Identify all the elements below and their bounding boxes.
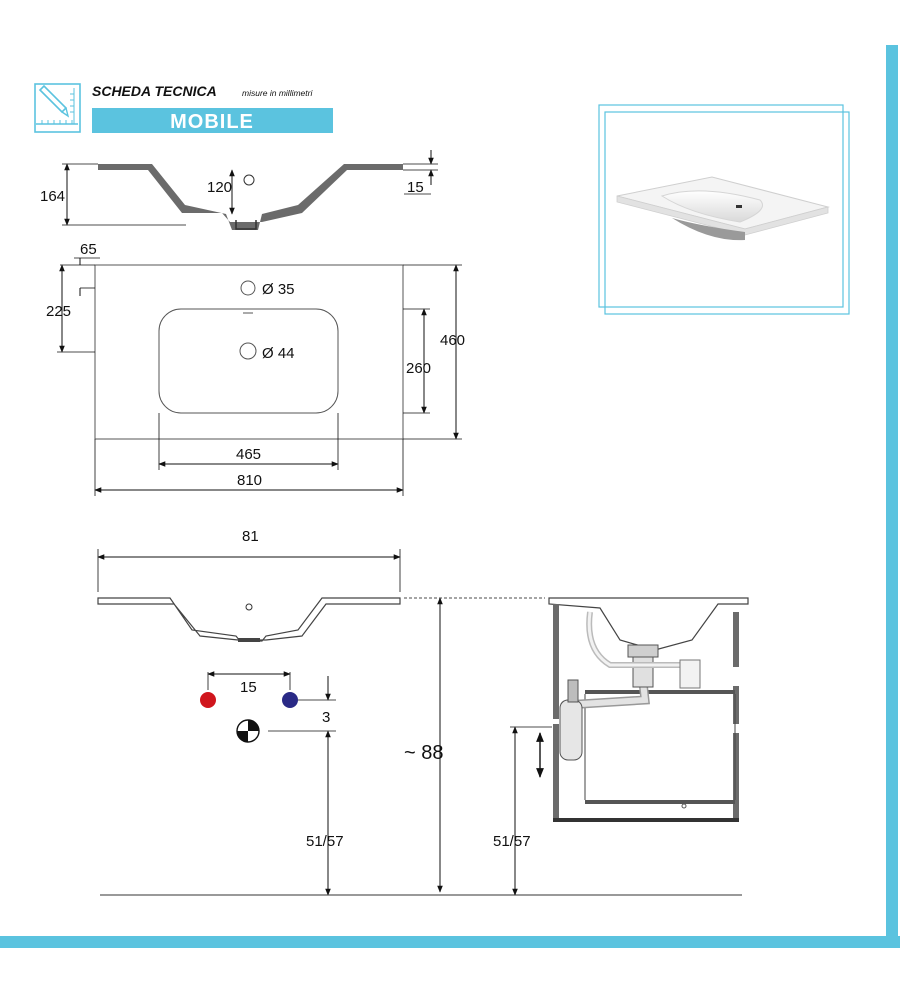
cold-water-tap-icon bbox=[282, 692, 298, 708]
front-profile-view bbox=[97, 597, 401, 642]
tap-to-bowl-label: 225 bbox=[46, 303, 71, 320]
drain-marker-icon bbox=[236, 719, 260, 743]
tap-hole-label: Ø 35 bbox=[262, 281, 295, 298]
hot-water-tap-icon bbox=[200, 692, 216, 708]
tap-offset-label: 65 bbox=[80, 241, 97, 258]
tap-spacing-label: 15 bbox=[240, 679, 257, 696]
bowl-width-label: 465 bbox=[236, 446, 261, 463]
side-profile-view bbox=[98, 164, 403, 230]
header-title: SCHEDA TECNICA bbox=[92, 83, 217, 99]
header-subtitle: misure in millimetri bbox=[242, 88, 313, 98]
drain-height-cabinet-label: 51/57 bbox=[493, 833, 531, 850]
tap-height-diff-label: 3 bbox=[322, 709, 330, 726]
install-width-label: 81 bbox=[242, 528, 259, 545]
side-height-label: 164 bbox=[40, 188, 65, 205]
top-view bbox=[94, 264, 404, 440]
depth-label: 460 bbox=[440, 332, 465, 349]
banner-label: MOBILE bbox=[170, 111, 254, 133]
cabinet-section-view bbox=[548, 597, 749, 822]
accent-frame-bottom bbox=[0, 936, 900, 948]
drain-hole-label: Ø 44 bbox=[262, 345, 295, 362]
ruler-pencil-icon bbox=[34, 83, 81, 133]
total-height-label: ~ 88 bbox=[404, 742, 443, 764]
drain-depth-label: 120 bbox=[207, 179, 232, 196]
width-label: 810 bbox=[237, 472, 262, 489]
banner-background bbox=[92, 108, 333, 133]
rim-thickness-label: 15 bbox=[407, 179, 424, 196]
product-photo bbox=[598, 104, 850, 315]
accent-frame-right bbox=[886, 45, 898, 945]
drain-height-label: 51/57 bbox=[306, 833, 344, 850]
bowl-depth-label: 260 bbox=[406, 360, 431, 377]
